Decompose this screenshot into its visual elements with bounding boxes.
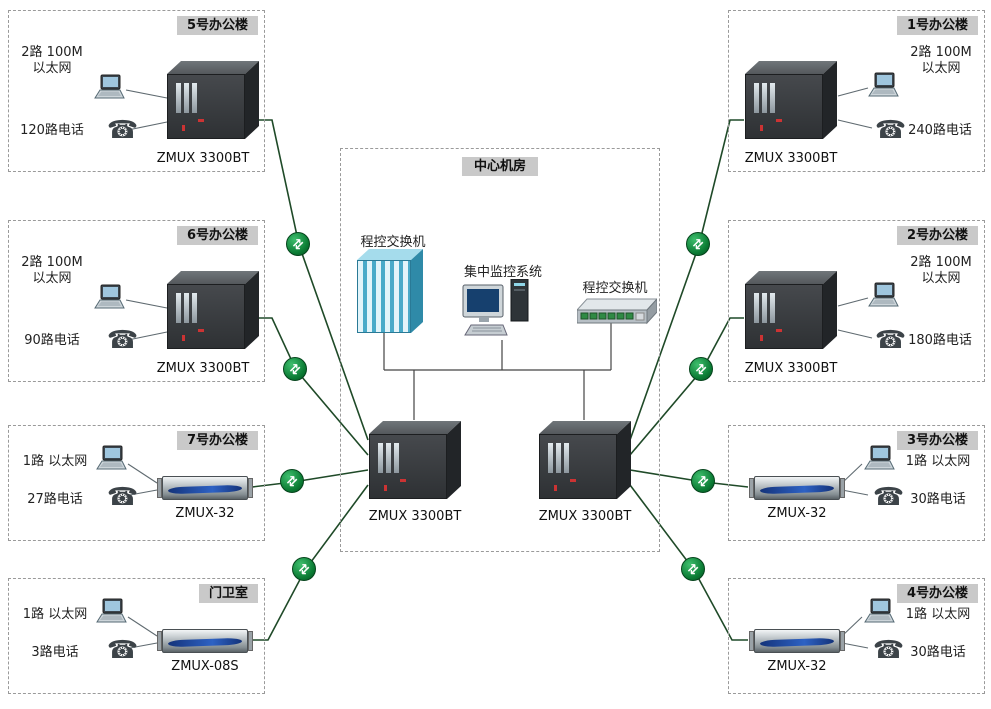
site-box-guardroom: 门卫室 1路 以太网 3路电话 ☎ ZMUX-08S bbox=[8, 578, 265, 694]
phone-count-label: 27路电话 bbox=[27, 492, 83, 507]
laptop-icon bbox=[95, 444, 131, 472]
link-building2 bbox=[629, 317, 744, 456]
telephone-icon: ☎ bbox=[107, 482, 139, 511]
device-name: ZMUX 3300BT bbox=[538, 509, 632, 524]
link-building1 bbox=[629, 119, 744, 441]
site-title: 2号办公楼 bbox=[896, 226, 978, 245]
site-title: 门卫室 bbox=[198, 584, 258, 603]
laptop-icon bbox=[867, 71, 903, 99]
phone-count-label: 3路电话 bbox=[31, 645, 79, 660]
zmux-3300bt-device bbox=[167, 271, 259, 349]
fiber-link-icon: ⇄ bbox=[292, 557, 316, 581]
ethernet-label: 1路 以太网 bbox=[905, 454, 971, 469]
zmux-08s-device bbox=[157, 629, 253, 653]
site-box-building3: 3号办公楼 1路 以太网 ☎ 30路电话 ZMUX-32 bbox=[728, 425, 985, 541]
phone-count-label: 120路电话 bbox=[20, 123, 84, 138]
telephone-icon: ☎ bbox=[107, 635, 139, 664]
telephone-icon: ☎ bbox=[873, 635, 905, 664]
phone-count-label: 90路电话 bbox=[24, 333, 80, 348]
site-title: 4号办公楼 bbox=[896, 584, 978, 603]
device-name: ZMUX 3300BT bbox=[368, 509, 462, 524]
ethernet-label: 1路 以太网 bbox=[905, 607, 971, 622]
link-guardroom bbox=[252, 484, 369, 641]
site-box-building7: 7号办公楼 1路 以太网 27路电话 ☎ ZMUX-32 bbox=[8, 425, 265, 541]
pbx-right-label: 程控交换机 bbox=[582, 281, 648, 296]
telephone-icon: ☎ bbox=[875, 325, 907, 354]
link-building6 bbox=[258, 317, 369, 456]
site-title: 6号办公楼 bbox=[176, 226, 258, 245]
laptop-icon bbox=[95, 597, 131, 625]
link-building4 bbox=[629, 484, 748, 641]
ethernet-label: 1路 以太网 bbox=[22, 607, 88, 622]
fiber-link-icon: ⇄ bbox=[689, 357, 713, 381]
zmux-32-device bbox=[157, 476, 253, 500]
telephone-icon: ☎ bbox=[107, 115, 139, 144]
telephone-icon: ☎ bbox=[873, 482, 905, 511]
laptop-icon bbox=[863, 597, 899, 625]
center-title: 中心机房 bbox=[461, 157, 539, 176]
site-title: 1号办公楼 bbox=[896, 16, 978, 35]
monitoring-workstation-icon bbox=[461, 279, 545, 341]
laptop-icon bbox=[867, 281, 903, 309]
site-title: 7号办公楼 bbox=[176, 431, 258, 450]
zmux-3300bt-device bbox=[167, 61, 259, 139]
laptop-icon bbox=[863, 444, 899, 472]
pbx-left-label: 程控交换机 bbox=[360, 235, 426, 250]
link-building5 bbox=[258, 119, 369, 441]
device-name: ZMUX-32 bbox=[767, 506, 827, 521]
laptop-icon bbox=[93, 283, 129, 311]
fiber-link-icon: ⇄ bbox=[691, 469, 715, 493]
device-name: ZMUX 3300BT bbox=[744, 151, 838, 166]
monitoring-system-label: 集中监控系统 bbox=[463, 265, 542, 280]
zmux-3300bt-device bbox=[369, 421, 461, 499]
fiber-link-icon: ⇄ bbox=[280, 469, 304, 493]
zmux-3300bt-device bbox=[539, 421, 631, 499]
zmux-32-device bbox=[749, 476, 845, 500]
device-name: ZMUX-08S bbox=[171, 659, 239, 674]
fiber-link-icon: ⇄ bbox=[681, 557, 705, 581]
zmux-32-device bbox=[749, 629, 845, 653]
device-name: ZMUX-32 bbox=[175, 506, 235, 521]
zmux-3300bt-device bbox=[745, 271, 837, 349]
fiber-link-icon: ⇄ bbox=[686, 232, 710, 256]
laptop-icon bbox=[93, 73, 129, 101]
device-name: ZMUX-32 bbox=[767, 659, 827, 674]
telephone-icon: ☎ bbox=[875, 115, 907, 144]
device-name: ZMUX 3300BT bbox=[744, 361, 838, 376]
site-title: 5号办公楼 bbox=[176, 16, 258, 35]
phone-count-label: 30路电话 bbox=[910, 492, 966, 507]
device-name: ZMUX 3300BT bbox=[156, 361, 250, 376]
phone-count-label: 180路电话 bbox=[908, 333, 972, 348]
device-name: ZMUX 3300BT bbox=[156, 151, 250, 166]
site-box-building4: 4号办公楼 1路 以太网 ☎ 30路电话 ZMUX-32 bbox=[728, 578, 985, 694]
fiber-link-icon: ⇄ bbox=[283, 357, 307, 381]
site-title: 3号办公楼 bbox=[896, 431, 978, 450]
pbx-cabinet bbox=[357, 249, 423, 333]
fiber-link-icon: ⇄ bbox=[286, 232, 310, 256]
telephone-icon: ☎ bbox=[107, 325, 139, 354]
ethernet-label: 1路 以太网 bbox=[22, 454, 88, 469]
phone-count-label: 240路电话 bbox=[908, 123, 972, 138]
zmux-3300bt-device bbox=[745, 61, 837, 139]
pbx-switch-icon bbox=[577, 297, 657, 327]
central-machine-room-box: 中心机房 程控交换机 集中监控系统 程控交换机 ZMUX 3300BT ZMUX… bbox=[340, 148, 660, 552]
phone-count-label: 30路电话 bbox=[910, 645, 966, 660]
